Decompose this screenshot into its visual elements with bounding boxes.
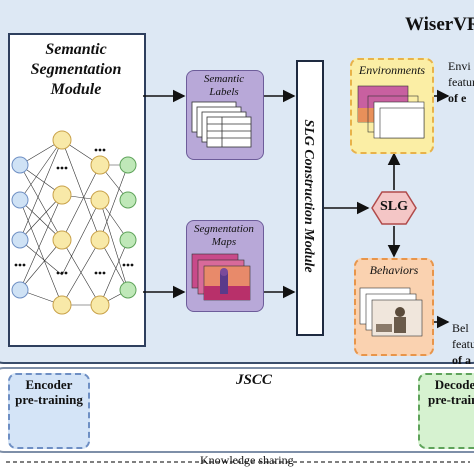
encoder-line1: Encoder: [25, 377, 73, 392]
decoder-line1: Decode: [434, 377, 474, 392]
segmentation-maps-line2: Maps: [211, 236, 237, 248]
environment-images: [357, 85, 425, 139]
behaviors-text: Bel features of a: [452, 320, 474, 368]
output-nodes: [119, 156, 137, 299]
label-stack-icon: [191, 101, 252, 148]
segmentation-map-images: [191, 253, 251, 301]
seg-title-line1: Semantic: [45, 41, 107, 58]
segmentation-module-title: Semantic Segmentation Module: [10, 40, 142, 100]
decoder-title: Decode pre-traini: [420, 377, 474, 407]
env-text-1: Envi: [448, 59, 471, 73]
semantic-labels-line2: Labels: [209, 86, 239, 98]
input-nodes: [11, 156, 29, 299]
beh-text-3: of a: [452, 353, 471, 367]
slg-construction-module: [296, 60, 324, 336]
framework-title: WiserVR: [405, 14, 474, 35]
slg-module-label: SLG Construction Module: [301, 119, 316, 273]
beh-text-1: Bel: [452, 321, 469, 335]
decoder-line2: pre-traini: [428, 392, 474, 407]
semantic-labels-title: Semantic Labels: [186, 73, 262, 99]
segmentation-maps-title: Segmentation Maps: [186, 223, 262, 249]
seg-title-line2: Segmentation: [30, 61, 122, 78]
network-edges: [19, 139, 129, 306]
segmentation-maps-line1: Segmentation: [194, 223, 254, 235]
behaviors-label: Behaviors: [369, 263, 419, 277]
behavior-images: [359, 287, 423, 337]
encoder-line2: pre-training: [15, 392, 83, 407]
encoder-title: Encoder pre-training: [8, 377, 90, 407]
jscc-label: JSCC: [236, 372, 272, 388]
semantic-labels-line1: Semantic: [203, 73, 245, 85]
knowledge-sharing-label: Knowledge sharing: [200, 453, 294, 467]
encoder-box: [8, 373, 90, 449]
seg-title-line3: Module: [50, 81, 102, 98]
slg-node-label: SLG: [379, 199, 408, 214]
beh-text-2: features: [452, 337, 474, 351]
environments-text: Envi features of e: [448, 58, 474, 106]
slg-node-shape: [371, 191, 417, 225]
hidden-nodes-1: [52, 130, 72, 315]
environments-label: Environments: [358, 63, 426, 77]
decoder-box: [418, 373, 474, 449]
env-text-2: features: [448, 75, 474, 89]
env-text-3: of e: [448, 91, 467, 105]
hidden-nodes-2: [90, 155, 110, 315]
ellipsis-dots: [14, 148, 134, 275]
